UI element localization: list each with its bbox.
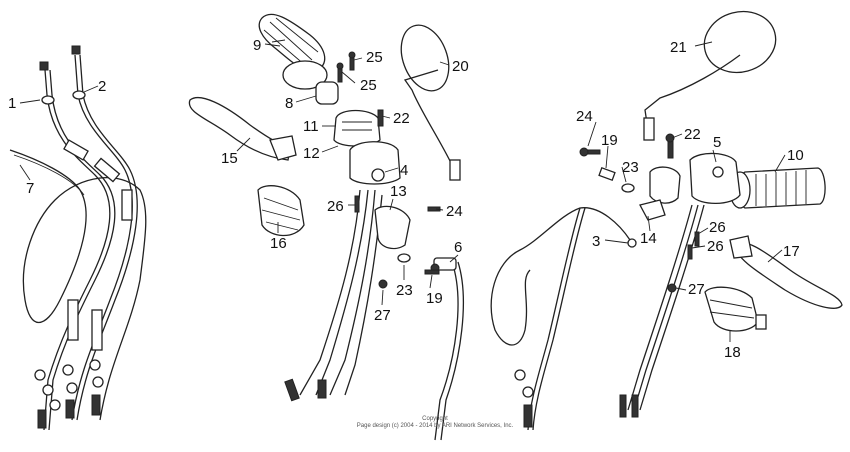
callout-14: 14 <box>640 230 657 247</box>
callout-27-left: 27 <box>374 307 391 324</box>
callout-23-left: 23 <box>396 282 413 299</box>
callout-19-right: 19 <box>601 132 618 149</box>
callout-20: 20 <box>452 58 469 75</box>
switch-housing-right <box>639 152 741 221</box>
throttle-cable-right <box>490 207 637 431</box>
callout-4: 4 <box>400 162 408 179</box>
callout-26-right-a: 26 <box>709 219 726 236</box>
callout-25-b: 25 <box>360 77 377 94</box>
callout-23-right: 23 <box>622 159 639 176</box>
grip-right <box>729 167 826 209</box>
callout-11: 11 <box>303 118 319 135</box>
callout-18: 18 <box>724 344 741 361</box>
callout-19-left: 19 <box>426 290 443 307</box>
callout-26-left: 26 <box>327 198 344 215</box>
callout-22-left: 22 <box>393 110 410 127</box>
callout-21: 21 <box>670 39 687 56</box>
callout-15: 15 <box>221 150 238 167</box>
callout-12: 12 <box>303 145 320 162</box>
callout-1: 1 <box>8 95 16 112</box>
callout-13: 13 <box>390 183 407 200</box>
callout-9: 9 <box>253 37 261 54</box>
master-cylinder <box>704 286 767 332</box>
leader-lines <box>236 41 786 342</box>
clutch-lever <box>188 96 297 161</box>
mirror-left <box>400 24 461 181</box>
callout-5: 5 <box>713 134 721 151</box>
grip-left <box>258 13 339 105</box>
lever-bracket-left <box>257 185 305 237</box>
switch-wires-left <box>284 189 383 402</box>
callout-7: 7 <box>26 180 34 197</box>
small-hardware-left <box>336 51 441 289</box>
switch-wires-right <box>619 204 705 418</box>
callout-labels: 1 2 7 9 25 25 20 8 22 11 15 12 4 26 13 2… <box>8 37 804 361</box>
callout-16: 16 <box>270 235 287 252</box>
copyright-notice: Copyright Page design (c) 2004 - 2014 by… <box>340 416 530 430</box>
callout-25-a: 25 <box>366 49 383 66</box>
cable-assembly-left <box>9 45 147 431</box>
callout-6: 6 <box>454 239 462 256</box>
callout-10: 10 <box>787 147 804 164</box>
callout-2: 2 <box>98 78 106 95</box>
callout-8: 8 <box>285 95 293 112</box>
copyright-line-2: Page design (c) 2004 - 2014 by ARI Netwo… <box>356 423 514 429</box>
callout-17: 17 <box>783 243 800 260</box>
brake-lever <box>729 235 843 309</box>
callout-24-right: 24 <box>576 108 593 125</box>
copyright-line-1: Copyright <box>422 416 448 422</box>
choke-cable <box>433 257 464 441</box>
callout-26-right-b: 26 <box>707 238 724 255</box>
callout-22-right: 22 <box>684 126 701 143</box>
callout-3: 3 <box>592 233 600 250</box>
small-hardware-right <box>579 133 700 293</box>
mirror-right <box>643 10 777 141</box>
switch-housing-left <box>333 109 401 185</box>
callout-27-right: 27 <box>688 281 705 298</box>
callout-24-left: 24 <box>446 203 463 220</box>
cable-adjusters <box>34 359 104 429</box>
